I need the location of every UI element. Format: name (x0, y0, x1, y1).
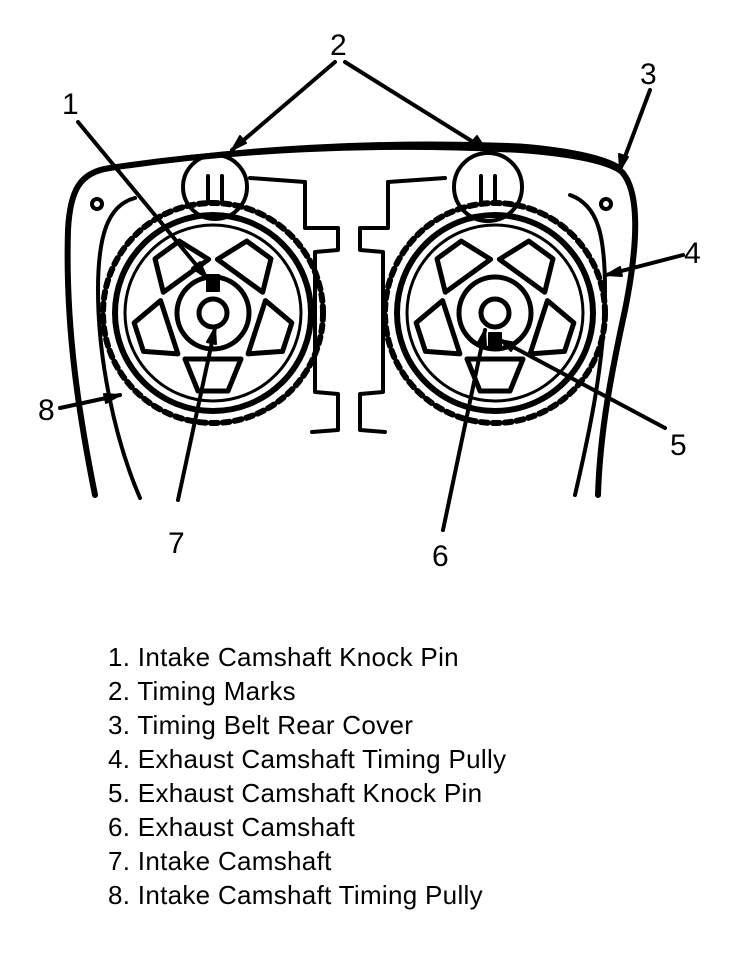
timing-belt-rear-cover (64, 141, 639, 500)
legend-item: 1. Intake Camshaft Knock Pin (108, 642, 459, 672)
timing-mark-circle-right (452, 151, 524, 223)
intake-pulley-spokes (131, 238, 295, 394)
center-casting (248, 176, 447, 434)
intake-camshaft-timing-pulley (100, 200, 326, 426)
leader-6 (441, 328, 487, 532)
legend-item: 2. Timing Marks (108, 676, 296, 706)
callout-4: 4 (684, 237, 701, 270)
casting-top (248, 176, 447, 184)
timing-mark-circle-left (181, 153, 249, 221)
intake-pulley-inner-rim (123, 223, 303, 403)
exhaust-camshaft-bore (478, 296, 512, 330)
callout-1: 1 (62, 88, 79, 121)
leader-2-right (343, 60, 488, 152)
legend-item: 6. Exhaust Camshaft (108, 812, 356, 842)
timing-mark-notch-left (206, 174, 224, 205)
callout-numbers: 1 2 3 4 5 6 7 8 (38, 29, 701, 573)
timing-marks (181, 151, 524, 223)
leader-7 (176, 326, 217, 502)
parts-legend: 1. Intake Camshaft Knock Pin 2. Timing M… (108, 640, 506, 912)
exhaust-pulley-spokes (413, 238, 577, 394)
callout-6: 6 (432, 540, 449, 573)
casting-right (358, 180, 390, 434)
rear-cover-outline (64, 143, 639, 498)
leader-2-left (230, 60, 337, 152)
bolt-hole-left (90, 197, 104, 211)
bolt-hole-right (599, 197, 613, 211)
callout-8: 8 (38, 394, 55, 427)
callout-5: 5 (670, 429, 687, 462)
legend-item: 8. Intake Camshaft Timing Pully (108, 880, 483, 910)
timing-mark-notch-right (479, 174, 497, 205)
casting-left (303, 180, 340, 434)
callout-2: 2 (330, 29, 347, 62)
callout-3: 3 (640, 58, 657, 91)
callout-7: 7 (168, 527, 185, 560)
exhaust-pulley-rim (394, 212, 596, 414)
intake-pulley-rim (112, 212, 314, 414)
exhaust-pulley-inner-rim (405, 223, 585, 403)
leader-1 (76, 120, 209, 280)
exhaust-camshaft-timing-pulley (382, 200, 608, 426)
leader-5 (498, 338, 667, 430)
intake-pulley-teeth (100, 200, 326, 426)
leader-lines (58, 60, 685, 532)
rear-cover-inner-left (96, 196, 142, 500)
intake-camshaft-knock-pin (206, 274, 220, 292)
legend-item: 7. Intake Camshaft (108, 846, 332, 876)
intake-camshaft-bore (196, 296, 230, 330)
legend-item: 3. Timing Belt Rear Cover (108, 710, 414, 740)
legend-item: 5. Exhaust Camshaft Knock Pin (108, 778, 483, 808)
legend-item: 4. Exhaust Camshaft Timing Pully (108, 744, 507, 774)
